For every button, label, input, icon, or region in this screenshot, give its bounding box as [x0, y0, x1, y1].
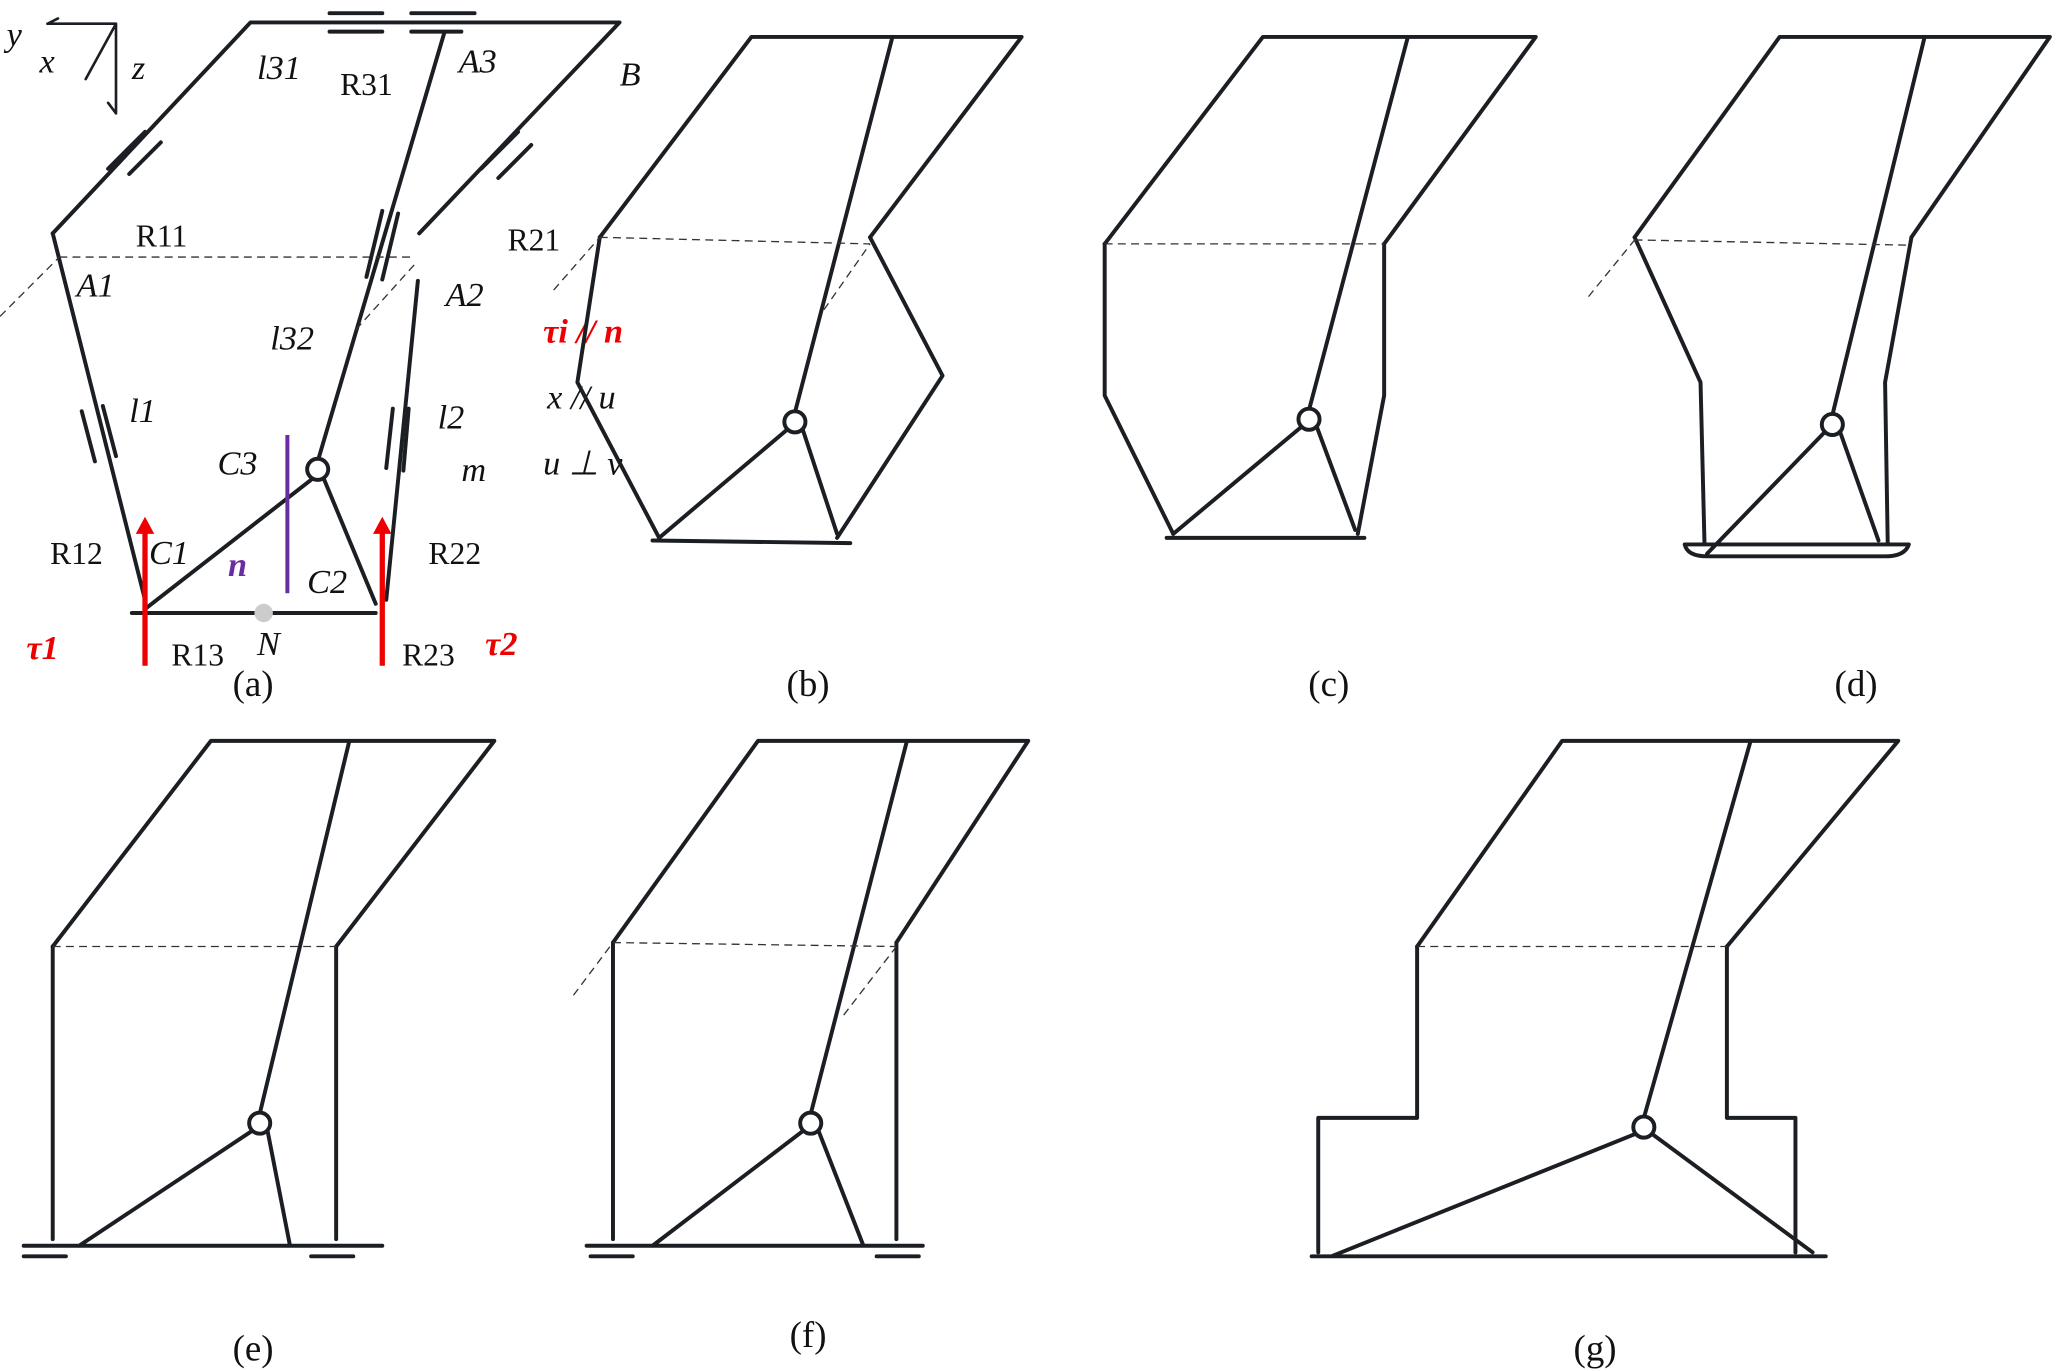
platform [1164, 425, 1367, 540]
label-r22: R22 [428, 536, 481, 571]
legs [1316, 944, 1798, 1255]
platform [650, 427, 853, 546]
caption-c: (c) [1308, 663, 1349, 705]
label-tau1: τ1 [26, 629, 58, 667]
panel-f [572, 738, 1031, 1259]
label-l1: l1 [129, 392, 156, 430]
leg-1 [1632, 235, 1707, 546]
base [21, 1129, 385, 1259]
arrowhead-icon [373, 516, 392, 534]
axis-x: x [39, 43, 55, 81]
label-l32: l32 [270, 319, 314, 357]
dashed-line [553, 236, 871, 311]
relation-2: x // u [546, 379, 616, 417]
spherical-joint [782, 409, 808, 435]
caption-d: (d) [1835, 663, 1878, 705]
spherical-joint [1819, 411, 1845, 438]
caption-e: (e) [233, 1327, 274, 1369]
platform [129, 477, 378, 615]
spherical-joint [798, 1110, 824, 1136]
leg-2 [1355, 241, 1387, 536]
label-r23: R23 [402, 638, 455, 673]
caption-b: (b) [787, 663, 830, 705]
leg-3 [792, 34, 895, 415]
panel-b [553, 34, 1024, 546]
dashed-line [0, 256, 416, 331]
label-a1: A1 [74, 267, 114, 305]
leg-3 [1307, 34, 1410, 412]
spherical-joint [1296, 406, 1322, 432]
prismatic-joint-top-icon [327, 11, 477, 34]
label-N: N [256, 625, 282, 663]
panel-d [1587, 34, 2052, 559]
prismatic-joint-icon [364, 129, 534, 473]
leg-2 [1883, 235, 1914, 546]
point-n [254, 603, 273, 623]
label-tau2: τ2 [485, 625, 517, 663]
spherical-joint [1631, 1114, 1657, 1140]
label-m: m [461, 451, 486, 489]
panel-g [1309, 738, 1901, 1259]
axis-z: z [131, 49, 145, 87]
label-l2: l2 [438, 398, 465, 436]
link-frame [50, 738, 497, 949]
arrowhead-icon [135, 516, 155, 534]
label-r21: R21 [508, 222, 561, 257]
label-r12: R12 [50, 536, 103, 571]
label-b: B [620, 56, 641, 94]
panel-a: y x z l31 R31 A3 B R11 A1 R21 A2 l32 l1 … [0, 11, 641, 673]
link-frame [1102, 34, 1538, 246]
leg-2 [835, 235, 945, 540]
label-r13: R13 [171, 638, 224, 673]
leg-3 [1830, 34, 1927, 418]
relation-3: u ⊥ v [543, 445, 623, 483]
panel-c [1102, 34, 1538, 540]
dashed-line [572, 941, 897, 1016]
leg-3 [257, 738, 352, 1116]
panel-e [21, 738, 497, 1259]
caption-f: (f) [790, 1314, 827, 1356]
leg-3 [808, 738, 909, 1116]
base [1309, 1131, 1828, 1259]
link-frame [1415, 738, 1901, 949]
link-frame [611, 738, 1031, 945]
label-c1: C1 [149, 534, 189, 572]
dashed-line [1587, 239, 1912, 298]
label-a3: A3 [457, 43, 497, 81]
prismatic-joint-icon [79, 129, 163, 464]
spherical-joint-c3 [305, 456, 331, 482]
label-l31: l31 [257, 49, 301, 87]
axes-icon [46, 17, 118, 115]
legs [50, 944, 339, 1242]
axis-y: y [4, 16, 23, 54]
caption-a: (a) [233, 663, 274, 705]
label-r11: R11 [136, 219, 188, 254]
label-r31: R31 [340, 67, 393, 102]
link-frame [1632, 34, 2052, 240]
label-a2: A2 [444, 276, 484, 314]
label-n: n [228, 546, 247, 584]
spherical-joint [247, 1110, 273, 1136]
leg-3 [315, 30, 447, 464]
label-c3: C3 [218, 445, 258, 483]
leg-1 [50, 231, 147, 602]
link-frame [597, 34, 1024, 240]
label-c2: C2 [307, 563, 347, 601]
leg-1 [575, 235, 662, 540]
leg-2 [384, 278, 420, 602]
platform [1682, 430, 1911, 559]
leg-1 [1102, 241, 1176, 536]
legs [611, 940, 899, 1242]
leg-3 [1641, 738, 1753, 1120]
link-frame [50, 20, 622, 236]
caption-g: (g) [1574, 1327, 1617, 1369]
base [584, 1129, 925, 1259]
